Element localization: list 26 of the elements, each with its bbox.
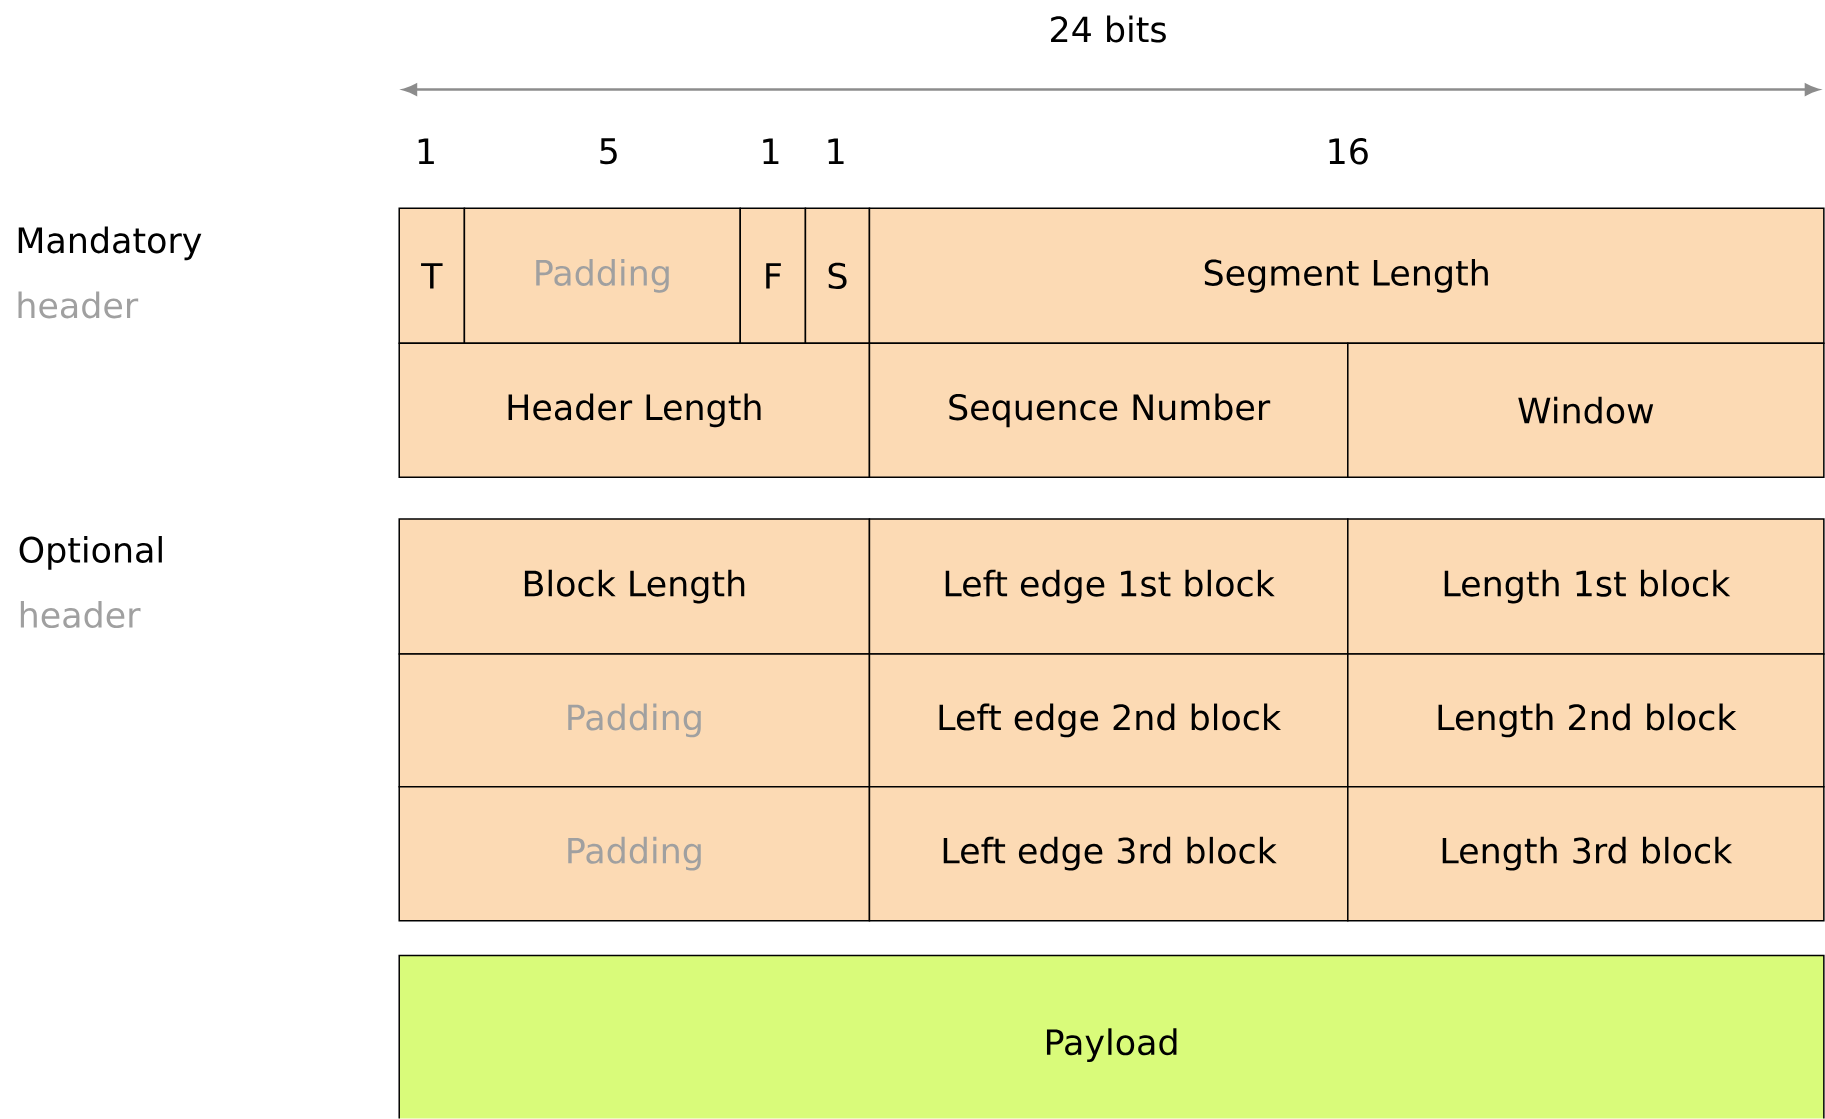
payload-field: Payload — [398, 955, 1825, 1119]
header-field: Length 3rd block — [1347, 786, 1825, 922]
header-field: Left edge 1st block — [868, 518, 1349, 656]
header-field: F — [739, 207, 807, 345]
header-field: Block Length — [398, 518, 871, 656]
bit-width-label: 5 — [600, 138, 617, 165]
section-label: header — [20, 601, 141, 629]
dimension-label: 24 bits — [1051, 15, 1166, 43]
header-field: Sequence Number — [868, 342, 1349, 479]
section-label: Mandatory — [18, 226, 202, 261]
header-field: Padding — [398, 786, 871, 922]
bit-width-label: 16 — [1329, 138, 1368, 165]
header-field: Length 1st block — [1347, 518, 1825, 656]
bit-width-label: 1 — [763, 138, 779, 165]
header-field: S — [804, 207, 871, 345]
header-field: Left edge 3rd block — [868, 786, 1349, 922]
bit-width-label: 1 — [418, 138, 434, 165]
header-field: T — [398, 207, 466, 345]
section-label: Optional — [19, 536, 162, 570]
header-field: Header Length — [398, 342, 871, 479]
bit-width-label: 1 — [828, 138, 844, 165]
header-field: Window — [1347, 342, 1825, 479]
header-field: Padding — [398, 653, 871, 788]
section-label: header — [18, 291, 139, 319]
header-field: Left edge 2nd block — [868, 653, 1349, 788]
header-field: Length 2nd block — [1347, 653, 1825, 788]
